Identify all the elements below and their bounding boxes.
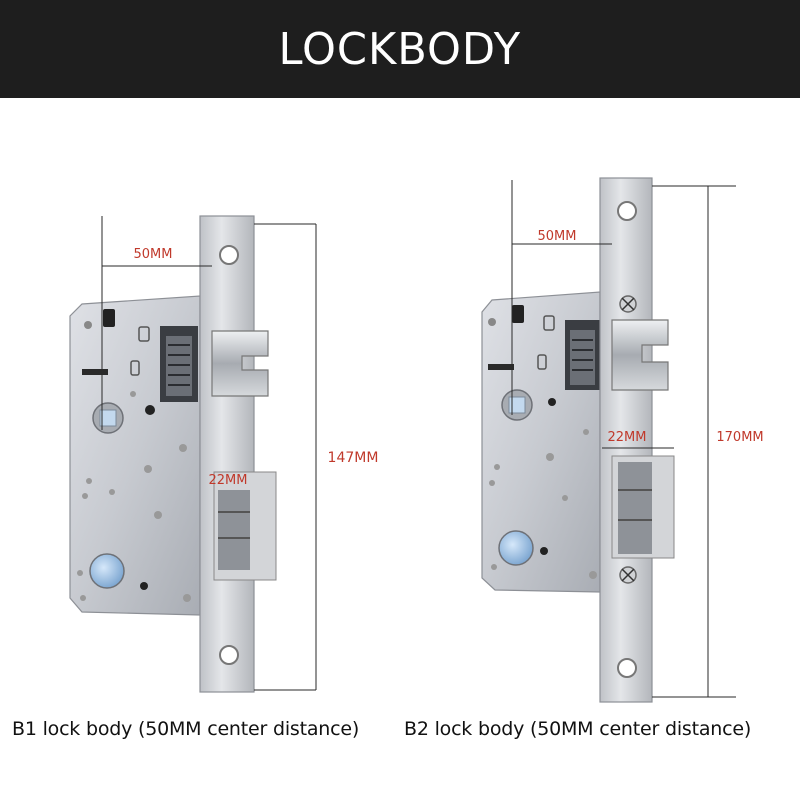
b2-height-label: 170MM	[716, 430, 763, 445]
b1-latch-bolt	[211, 330, 269, 397]
b2-square-slot	[512, 305, 524, 323]
b1-caption: B1 lock body (50MM center distance)	[12, 718, 360, 740]
b2-keyhole	[498, 530, 534, 566]
b2-dimension-lines	[511, 180, 736, 698]
b1-dimension-lines	[101, 216, 317, 691]
b1-latch-label: 22MM	[209, 473, 248, 488]
b1-face-plate	[199, 215, 255, 693]
b2-face-plate	[599, 177, 653, 703]
b2-latch-bolt	[611, 319, 669, 391]
b1-lock-body	[69, 215, 277, 693]
b2-caption: B2 lock body (50MM center distance)	[404, 718, 752, 740]
b1-center-distance-label: 50MM	[134, 247, 173, 262]
page-title: LOCKBODY	[278, 23, 522, 75]
b2-center-distance-label: 50MM	[538, 229, 577, 244]
b1-height-label: 147MM	[328, 450, 379, 466]
b1-keyhole	[89, 553, 125, 589]
b1-square-slot	[103, 309, 115, 327]
b2-latch-label: 22MM	[608, 430, 647, 445]
header-bar: LOCKBODY	[0, 0, 800, 98]
